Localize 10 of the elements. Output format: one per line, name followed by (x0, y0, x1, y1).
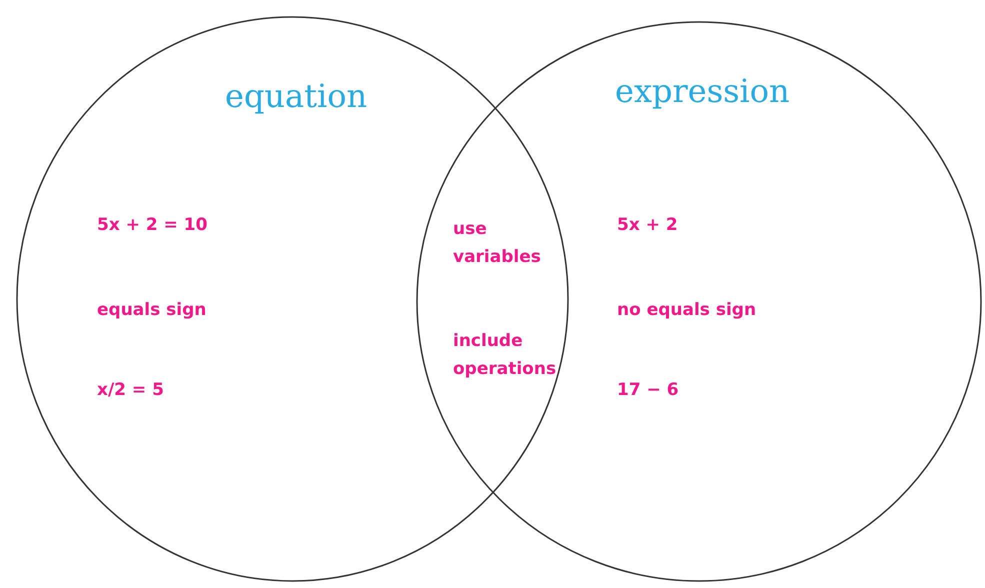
set-item: x/2 = 5 (97, 380, 164, 400)
set-item: 5x + 2 (617, 215, 678, 235)
circle-title: expression (615, 72, 790, 110)
circle-title: equation (225, 77, 368, 115)
set-item: 17 − 6 (617, 380, 679, 400)
set-item: equals sign (97, 300, 206, 320)
set-item: 5x + 2 = 10 (97, 215, 208, 235)
set-item: no equals sign (617, 300, 756, 320)
shared-item: include operations (453, 330, 558, 381)
shared-item: use variables (453, 218, 542, 269)
